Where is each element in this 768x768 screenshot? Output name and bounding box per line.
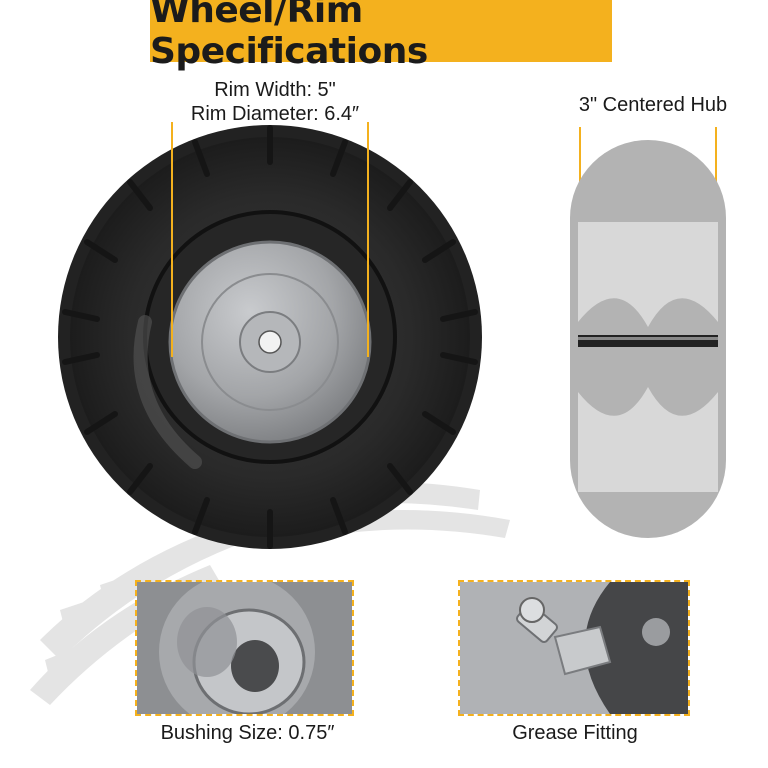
bushing-size-label: Bushing Size: 0.75″ [160,722,335,744]
hub-label: 3" Centered Hub [578,94,728,116]
hub-profile-diagram [570,127,726,538]
grease-fitting-image [460,582,688,714]
rim-width-label: Rim Width: 5" [214,79,336,101]
rim-dimension-labels: Rim Width: 5" Rim Diameter: 6.4″ [160,78,390,126]
grease-fitting-label: Grease Fitting [512,722,638,744]
page-title: Wheel/Rim Specifications [150,0,428,72]
title-banner: Wheel/Rim Specifications [150,0,612,72]
grease-photo-frame [458,580,690,716]
tire-image [58,122,482,549]
bushing-image [137,582,352,714]
rim-diameter-label: Rim Diameter: 6.4″ [190,103,360,125]
bushing-photo-frame [135,580,354,716]
